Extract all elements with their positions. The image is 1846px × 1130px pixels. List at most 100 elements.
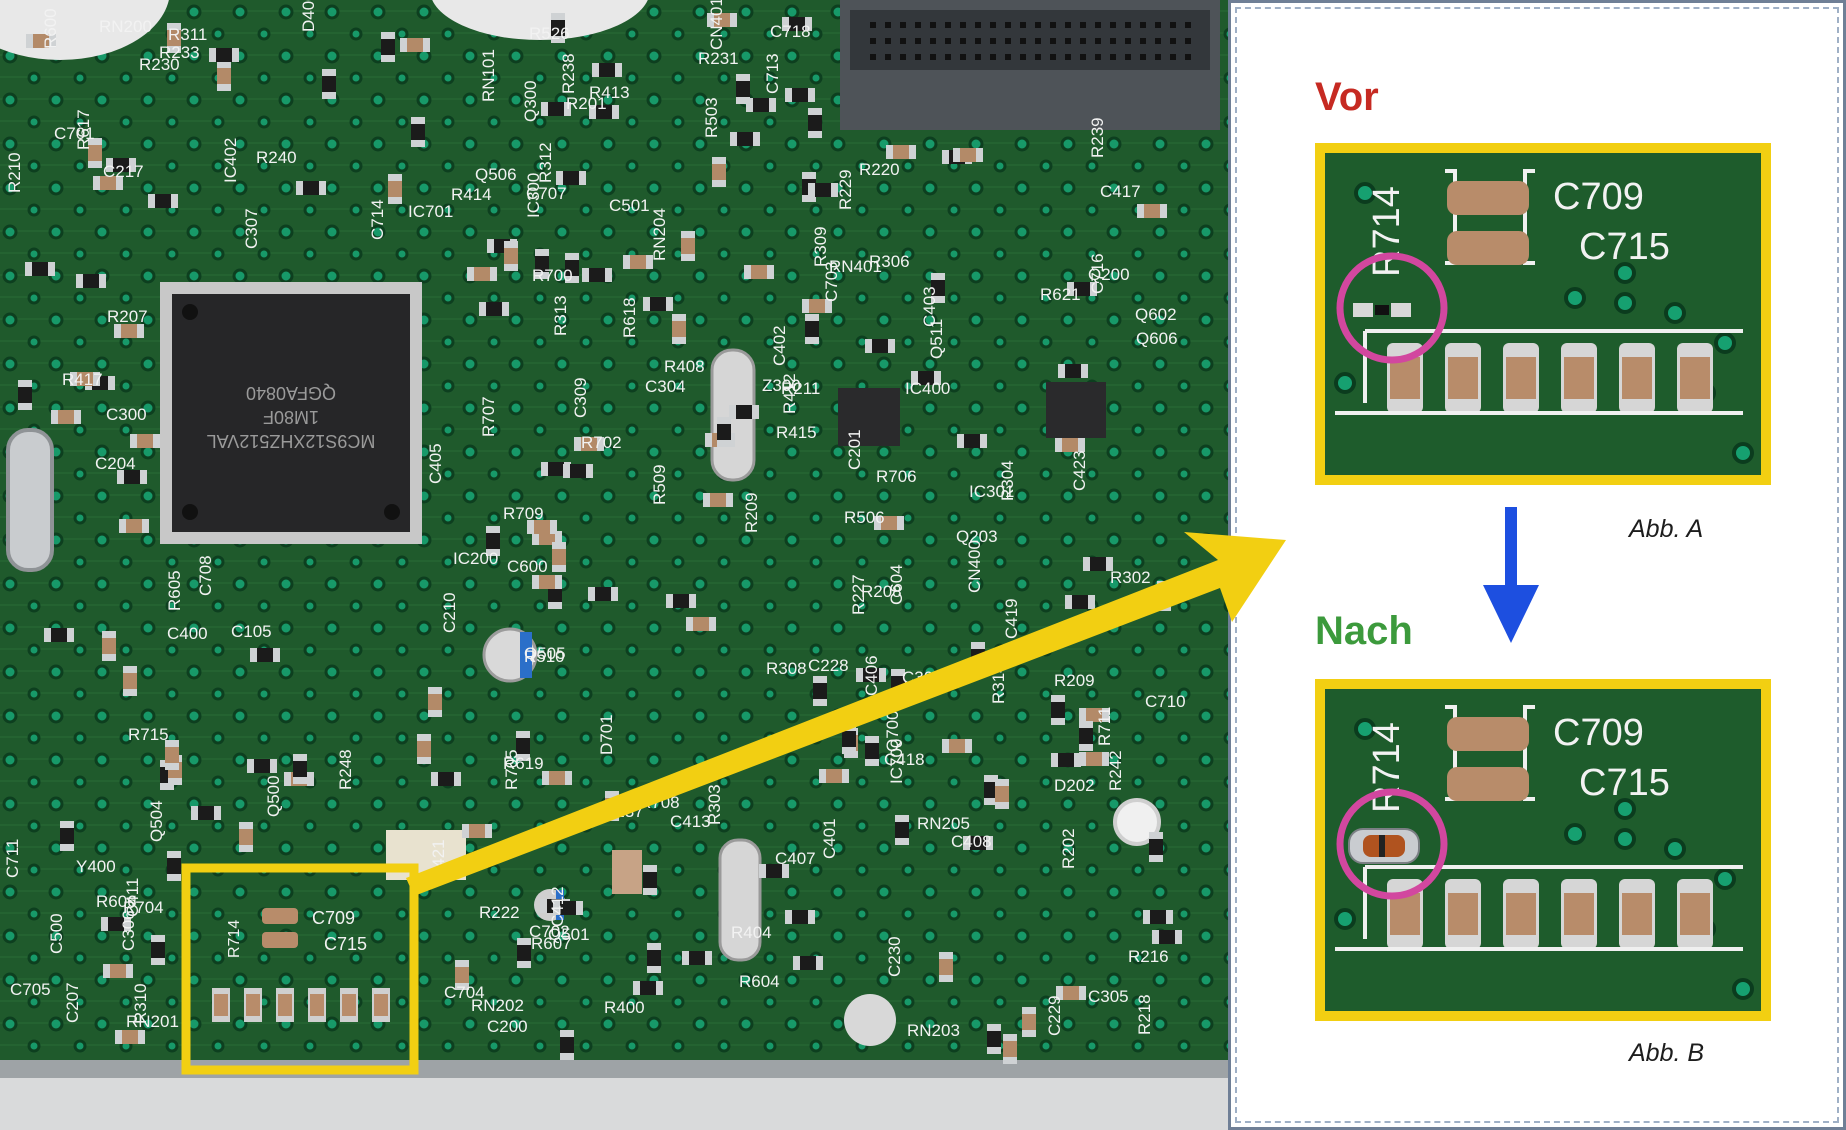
silkscreen-label: C718 xyxy=(770,22,811,41)
silkscreen-label: R408 xyxy=(664,357,705,376)
silkscreen-label: Q602 xyxy=(1135,305,1177,324)
silkscreen-label: C711 xyxy=(3,839,22,878)
silkscreen-label: R618 xyxy=(620,297,639,338)
silkscreen-label: RN203 xyxy=(907,1021,960,1040)
silkscreen-label: C407 xyxy=(775,849,816,868)
silkscreen-label: Q203 xyxy=(956,527,998,546)
silkscreen-label: Q606 xyxy=(1136,329,1178,348)
heading-after: Nach xyxy=(1315,609,1413,653)
silkscreen-label: R604 xyxy=(739,972,780,991)
pcb-board: MC9S12XHZ512VAL 1M80F QGFA0840 Q505Q506C… xyxy=(0,0,1228,1130)
silkscreen-label: R303 xyxy=(705,784,724,825)
silkscreen-label: Z300 xyxy=(762,376,801,395)
silkscreen-label: R233 xyxy=(159,43,200,62)
silkscreen-label: C713 xyxy=(763,53,782,94)
silkscreen-label: R231 xyxy=(698,49,739,68)
silkscreen-label: R308 xyxy=(766,659,807,678)
silkscreen-label: R414 xyxy=(451,185,492,204)
silkscreen-label: R311 xyxy=(168,25,207,44)
silkscreen-label: R209 xyxy=(742,492,761,533)
detail-before-image: C709 C715 R714 xyxy=(1325,153,1761,475)
silkscreen-label: C423 xyxy=(1070,450,1089,491)
silkscreen-label: RN201 xyxy=(126,1012,179,1031)
silkscreen-label: RN202 xyxy=(471,996,524,1015)
silkscreen-label: D202 xyxy=(1054,776,1095,795)
silkscreen-label: R208 xyxy=(861,582,902,601)
silkscreen-label: C200 xyxy=(487,1017,528,1036)
silkscreen-label: Q506 xyxy=(475,165,517,184)
chip-marking-line1: MC9S12XHZ512VAL xyxy=(207,431,376,451)
silkscreen-label: C417 xyxy=(1100,182,1141,201)
silkscreen-label: C400 xyxy=(167,624,208,643)
silkscreen-label: C704 xyxy=(444,983,485,1002)
silkscreen-label: R711 xyxy=(1095,707,1114,746)
silkscreen-label: R404 xyxy=(731,923,772,942)
silkscreen-label: Q501 xyxy=(548,925,590,944)
silkscreen-label: RN200 xyxy=(99,17,152,36)
silkscreen-label: R218 xyxy=(1135,994,1154,1035)
silkscreen-label: C207 xyxy=(63,982,82,1023)
silkscreen-label: C411 xyxy=(123,878,142,917)
silkscreen-label: IC400 xyxy=(905,379,950,398)
silkscreen-label: C201 xyxy=(845,429,864,470)
silkscreen-label: RN204 xyxy=(650,208,669,261)
c709-label-small: C709 xyxy=(312,908,355,928)
silkscreen-label: C210 xyxy=(440,592,459,633)
silkscreen-label: R312 xyxy=(536,142,555,183)
silkscreen-label: C501 xyxy=(609,196,650,215)
silkscreen-label: RN101 xyxy=(479,49,498,102)
silkscreen-label: C412 xyxy=(548,886,567,927)
silkscreen-label: C705 xyxy=(10,980,51,999)
detail-after-image: C709 C715 R714 xyxy=(1325,689,1761,1011)
r714-label-small: R714 xyxy=(226,920,243,958)
silkscreen-label: R309 xyxy=(811,226,830,267)
silkscreen-label: R207 xyxy=(107,307,148,326)
silkscreen-label: D701 xyxy=(597,714,616,755)
silkscreen-label: R708 xyxy=(639,793,680,812)
silkscreen-label: R216 xyxy=(1128,947,1169,966)
silkscreen-label: C230 xyxy=(885,936,904,977)
c715-label-after: C715 xyxy=(1579,762,1670,804)
silkscreen-label: C402 xyxy=(770,325,789,366)
silkscreen-label: R526 xyxy=(529,24,570,43)
silkscreen-label: Q504 xyxy=(147,800,166,842)
silkscreen-label: IC301 xyxy=(969,482,1014,501)
silkscreen-label: C419 xyxy=(1002,598,1021,639)
silkscreen-label: IC300 xyxy=(524,173,543,218)
silkscreen-label: Y400 xyxy=(76,857,116,876)
silkscreen-label: Q300 xyxy=(521,80,540,122)
silkscreen-label: C301 xyxy=(902,668,943,687)
silkscreen-label: C306 xyxy=(119,910,138,951)
highlight-box xyxy=(181,863,419,1075)
chip-marking-line3: QGFA0840 xyxy=(246,383,336,403)
silkscreen-label: C421 xyxy=(429,839,448,880)
silkscreen-label: Q700 xyxy=(883,710,902,752)
silkscreen-label: R314 xyxy=(989,663,1008,704)
silkscreen-label: C228 xyxy=(808,656,849,675)
silkscreen-label: R705 xyxy=(502,749,521,790)
silkscreen-label: C702 xyxy=(529,922,570,941)
silkscreen-label: C703 xyxy=(822,261,841,302)
silkscreen-label: R202 xyxy=(1059,828,1078,869)
silkscreen-label: R400 xyxy=(604,998,645,1017)
silkscreen-label: RN205 xyxy=(917,814,970,833)
silkscreen-label: R503 xyxy=(702,97,721,138)
silkscreen-label: C229 xyxy=(1045,995,1064,1036)
silkscreen-label: R239 xyxy=(1088,117,1107,158)
silkscreen-label: R248 xyxy=(336,749,355,790)
silkscreen-label: IC402 xyxy=(221,138,240,183)
silkscreen-label: R617 xyxy=(74,109,93,150)
silkscreen-label: C406 xyxy=(862,655,881,696)
silkscreen-label: C707 xyxy=(526,184,567,203)
highlight-circle-before xyxy=(1336,252,1448,364)
silkscreen-label: C305 xyxy=(1088,987,1129,1006)
silkscreen-label: CN400 xyxy=(965,540,984,593)
silkscreen-label: R240 xyxy=(256,148,297,167)
silkscreen-label: R238 xyxy=(559,53,578,94)
silkscreen-label: R700 xyxy=(532,266,573,285)
silkscreen-label: R600 xyxy=(41,8,60,49)
silkscreen-label: C710 xyxy=(1145,692,1186,711)
silkscreen-label: R413 xyxy=(589,83,630,102)
silkscreen-label: R621 xyxy=(1040,285,1081,304)
c709-label-after: C709 xyxy=(1553,712,1644,754)
